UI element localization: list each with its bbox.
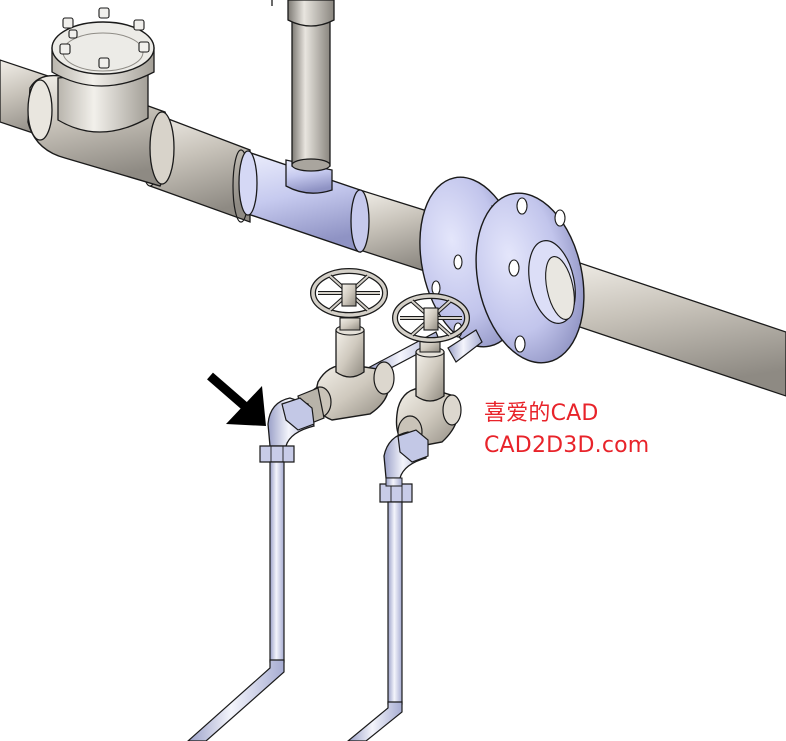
right-globe-valve	[392, 293, 470, 449]
vertical-branch-pipe	[271, 0, 335, 172]
flange-pair	[419, 176, 585, 364]
watermark-line-1: 喜爱的CAD	[484, 401, 599, 426]
right-tube-line	[347, 429, 429, 741]
check-valve	[27, 7, 175, 187]
tee-fitting	[238, 150, 370, 253]
arrow-pointer-icon	[207, 372, 266, 426]
left-tube-line	[187, 397, 315, 741]
watermark-line-2: CAD2D3D.com	[484, 433, 650, 458]
left-globe-valve	[297, 268, 395, 427]
